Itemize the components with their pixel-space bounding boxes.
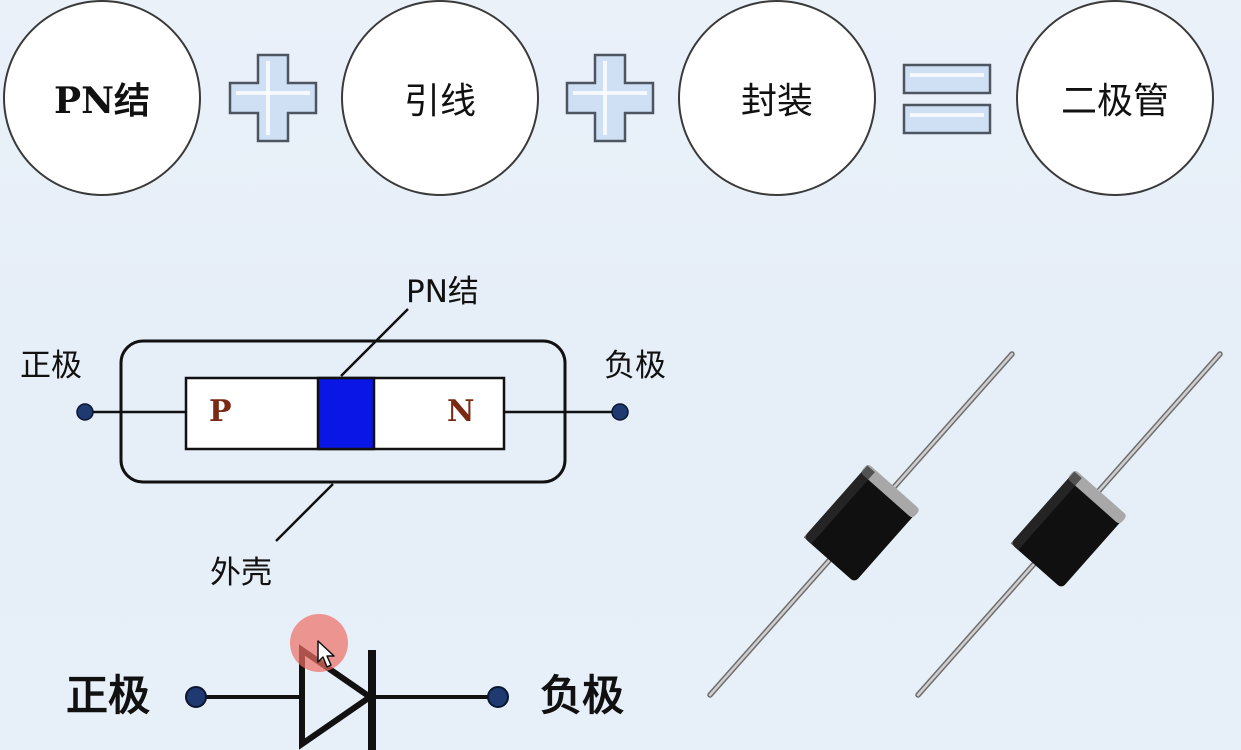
pn-junction-term: PN结 (54, 80, 150, 122)
plus-icon-1 (228, 53, 318, 143)
diode-symbol (185, 644, 509, 750)
symbol-anode-label: 正极 (66, 671, 151, 720)
symbol-cathode-terminal (487, 686, 509, 708)
pn-junction-circle: PN结 (3, 0, 201, 196)
junction-label: PN结 (406, 274, 479, 310)
lead-wire-term: 引线 (403, 81, 476, 122)
diode-component-1 (707, 351, 1015, 698)
cathode-terminal (611, 403, 629, 421)
diode-term: 二极管 (1060, 81, 1169, 122)
n-region-label: N (447, 394, 475, 429)
p-region-label: P (209, 394, 232, 429)
structure-diagram (76, 308, 629, 542)
diode-circle: 二极管 (1016, 0, 1214, 196)
symbol-cathode-label: 负极 (540, 671, 625, 720)
cathode-label: 负极 (604, 348, 666, 384)
equals-icon (902, 63, 992, 135)
diode-component-2 (915, 351, 1223, 698)
lead-wire-circle: 引线 (341, 0, 539, 196)
anode-terminal (76, 403, 94, 421)
anode-label: 正极 (20, 348, 82, 384)
mouse-cursor-icon (317, 640, 335, 668)
case-label: 外壳 (210, 555, 272, 591)
package-circle: 封装 (678, 0, 876, 196)
symbol-triangle (299, 644, 376, 750)
case-leader-line (275, 483, 334, 542)
junction-region (316, 376, 376, 451)
junction-leader-line (340, 308, 409, 377)
package-term: 封装 (740, 81, 813, 122)
symbol-anode-terminal (185, 686, 207, 708)
plus-icon-2 (565, 53, 655, 143)
